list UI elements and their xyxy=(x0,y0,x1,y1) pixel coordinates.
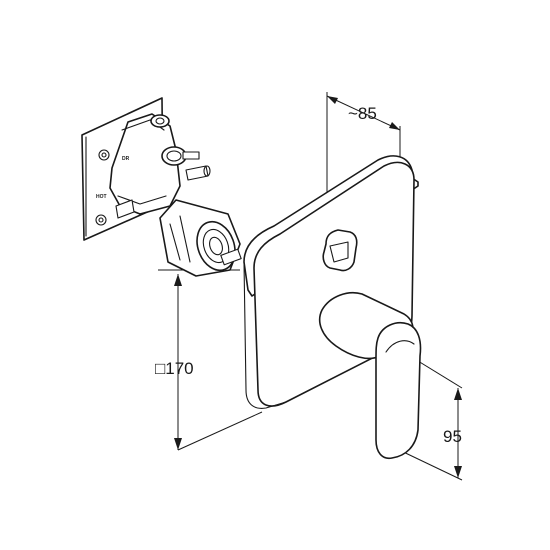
arrow-head xyxy=(174,274,182,286)
diverter-button-inner xyxy=(329,241,349,263)
outlet-pipe-end xyxy=(203,165,211,177)
cartridge-hub xyxy=(209,236,223,256)
arrow-head xyxy=(327,96,338,104)
lever-handle[interactable] xyxy=(318,292,422,460)
inlet-cap-top xyxy=(150,114,170,128)
cartridge-ring xyxy=(202,228,230,264)
arrow-head xyxy=(389,122,400,130)
housing-contour xyxy=(117,195,167,205)
lever-paddle xyxy=(375,322,422,460)
extension-line-lever-bottom xyxy=(394,447,463,481)
extension-line-bottom xyxy=(177,411,263,451)
arrow-head xyxy=(454,388,462,400)
dimension-label-depth: ~85 xyxy=(348,104,377,123)
outlet-pipe-lower xyxy=(115,199,135,219)
arrow-head xyxy=(174,438,182,450)
diverter-button[interactable] xyxy=(322,229,358,272)
lever-paddle-edge xyxy=(385,340,415,353)
valve-housing xyxy=(109,113,181,215)
stop-valve-spindle xyxy=(182,151,200,160)
label-top: DR xyxy=(122,156,130,162)
bracket-hole-inner xyxy=(98,217,104,223)
dimension-plate: □170 xyxy=(155,269,263,451)
cartridge-spindle xyxy=(220,248,242,266)
dimension-line-depth xyxy=(326,95,401,131)
cartridge xyxy=(159,199,242,277)
dimension-label-lever: 95 xyxy=(443,427,462,446)
cover-plate-side-edge xyxy=(243,261,287,409)
dimension-lever: 95 xyxy=(394,352,463,481)
dimension-label-plate: □170 xyxy=(155,359,194,378)
bracket-hole xyxy=(98,149,110,161)
inlet-cap-inner xyxy=(155,117,165,125)
cartridge-groove xyxy=(169,223,181,261)
stop-valve-inner xyxy=(166,150,182,162)
stop-valve xyxy=(161,146,187,166)
label-hot: HOT xyxy=(96,194,107,200)
valve-body: DR HOT xyxy=(96,113,211,219)
cartridge-groove xyxy=(179,215,191,263)
arrow-head xyxy=(454,466,462,478)
bracket-hole xyxy=(95,214,107,226)
bracket-hole-inner xyxy=(101,152,107,158)
dimension-depth: ~85 xyxy=(326,92,401,207)
